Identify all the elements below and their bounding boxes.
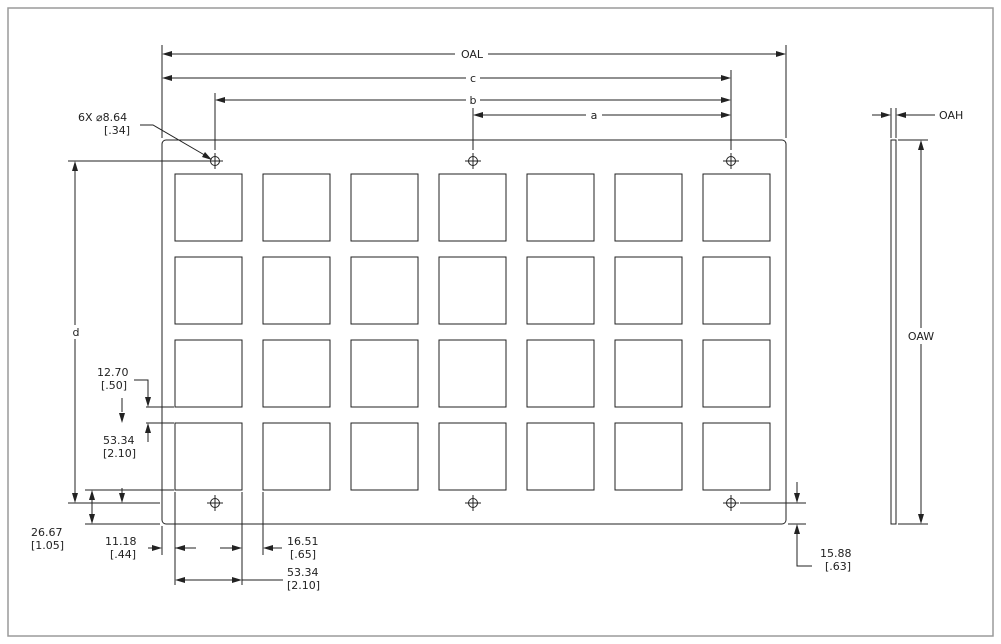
hole-mark [465, 495, 481, 511]
cutout-square [702, 173, 771, 242]
dim-gap-horizontal: 16.51 [.65] [220, 492, 319, 585]
callout-cell-h-mm: 53.34 [103, 434, 135, 447]
cutout-square [526, 173, 595, 242]
dim-a: a [472, 108, 731, 150]
callout-holes: 6X ⌀8.64 [.34] [78, 111, 212, 160]
callout-gap-v-mm: 12.70 [97, 366, 129, 379]
cutout-grid [174, 173, 771, 491]
cutout-square [526, 422, 595, 491]
callout-left-edge-mm: 11.18 [105, 535, 137, 548]
dim-hole-offset: 15.88 [.63] [740, 482, 852, 573]
hole-mark [723, 495, 739, 511]
label-oah: OAH [939, 109, 963, 122]
dim-d: d [68, 160, 207, 504]
cutout-square [174, 339, 243, 408]
callout-hole-offset-in: [.63] [825, 560, 851, 573]
cutout-square [614, 339, 683, 408]
callout-bottom-edge-in: [1.05] [31, 539, 64, 552]
callout-gap-h-mm: 16.51 [287, 535, 319, 548]
callout-cell-h-in: [2.10] [103, 447, 136, 460]
cutout-square [174, 256, 243, 325]
cutout-square [350, 422, 419, 491]
cutout-square [526, 339, 595, 408]
cutout-square [526, 256, 595, 325]
label-a: a [591, 109, 598, 122]
dim-bottom-edge: 26.67 [1.05] [31, 488, 174, 552]
cutout-square [614, 256, 683, 325]
cutout-square [262, 173, 331, 242]
hole-mark [207, 153, 223, 169]
cutout-square [438, 256, 507, 325]
callout-gap-v-in: [.50] [101, 379, 127, 392]
cutout-square [614, 173, 683, 242]
cutout-square [438, 422, 507, 491]
cutout-square [438, 339, 507, 408]
dim-oal: OAL [161, 45, 787, 138]
dim-left-edge: 11.18 [.44] [105, 492, 196, 585]
cutout-square [262, 339, 331, 408]
dim-b: b [214, 93, 731, 150]
cutout-square [350, 339, 419, 408]
hole-mark [207, 495, 223, 511]
callout-holes-mm: 6X ⌀8.64 [78, 111, 127, 124]
hole-mark [465, 153, 481, 169]
dim-cell-height: 53.34 [2.10] [103, 423, 151, 460]
callout-bottom-edge-mm: 26.67 [31, 526, 63, 539]
hole-mark [723, 153, 739, 169]
callout-holes-in: [.34] [104, 124, 130, 137]
cutout-square [350, 173, 419, 242]
cutout-square [702, 339, 771, 408]
label-oaw: OAW [908, 330, 934, 343]
cutout-square [174, 173, 243, 242]
callout-left-edge-in: [.44] [110, 548, 136, 561]
cutout-square [702, 422, 771, 491]
cutout-square [174, 422, 243, 491]
cutout-square [262, 422, 331, 491]
cutout-square [262, 256, 331, 325]
dim-c: c [162, 70, 732, 150]
cutout-square [614, 422, 683, 491]
plate-outline [161, 139, 787, 525]
callout-gap-h-in: [.65] [290, 548, 316, 561]
callout-cell-w-mm: 53.34 [287, 566, 319, 579]
dim-cell-width: 53.34 [2.10] [175, 566, 320, 592]
callout-cell-w-in: [2.10] [287, 579, 320, 592]
cutout-square [350, 256, 419, 325]
side-view: OAH OAW [872, 108, 963, 525]
callout-hole-offset-mm: 15.88 [820, 547, 852, 560]
dim-gap-vertical: 12.70 [.50] [97, 366, 174, 424]
side-view-plate [890, 139, 897, 525]
mounting-holes [207, 153, 739, 511]
drawing-frame [7, 7, 994, 637]
label-d: d [73, 326, 80, 339]
cutout-square [438, 173, 507, 242]
label-c: c [470, 72, 476, 85]
label-oal: OAL [461, 48, 484, 61]
cutout-square [702, 256, 771, 325]
label-b: b [470, 94, 477, 107]
